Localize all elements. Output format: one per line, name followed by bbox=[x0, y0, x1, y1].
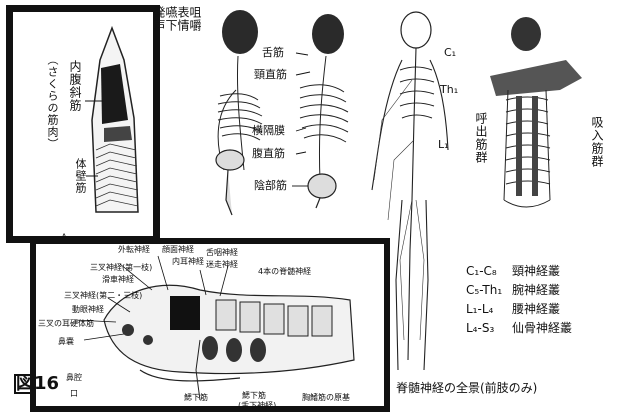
panel-e-abducens: 外転神経 bbox=[118, 244, 150, 256]
panel-e-glossopharyngeal: 舌咽神経 bbox=[206, 247, 238, 259]
figure-number: 図16 bbox=[16, 373, 59, 395]
panel-e-hypoglossal: (舌下神経) bbox=[238, 400, 276, 412]
panel-e-trochlear: 滑車神経 bbox=[102, 274, 134, 286]
panel-e-nasal-sac: 鼻嚢 bbox=[58, 336, 74, 348]
panel-e-inner-ear: 内耳神経 bbox=[172, 256, 204, 268]
panel-e-pectoral-primordium: 胸鰭筋の原基 bbox=[302, 392, 350, 404]
panel-e-trigeminal-muscle: 三叉の耳硬体筋 bbox=[38, 318, 94, 330]
panel-e-hypobranchial-1: 鰓下筋 bbox=[184, 392, 208, 404]
panel-e-nasal-cavity: 鼻腔 bbox=[66, 372, 82, 384]
panel-e-four-spinal: 4本の脊髄神経 bbox=[258, 266, 311, 278]
panel-e-trigeminal-1: 三叉神経(第一枝) bbox=[90, 262, 152, 274]
panel-e-vagus: 迷走神経 bbox=[206, 259, 238, 271]
panel-e-mouth: 口 bbox=[70, 388, 78, 400]
panel-e-trigeminal-23: 三叉神経(第二・三枝) bbox=[64, 290, 142, 302]
panel-e-oculomotor: 動眼神経 bbox=[72, 304, 104, 316]
panel-e-facial: 顔面神経 bbox=[162, 244, 194, 256]
